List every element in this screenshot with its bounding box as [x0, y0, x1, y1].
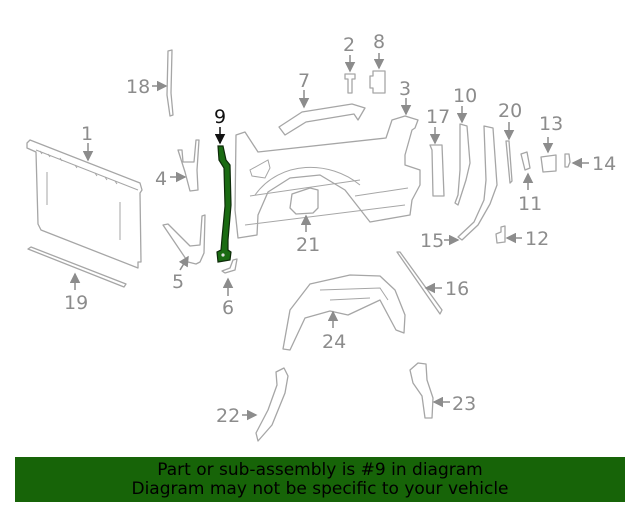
svg-text:14: 14	[592, 153, 616, 175]
svg-text:10: 10	[453, 85, 477, 107]
part-18-strip[interactable]	[166, 49, 174, 117]
part-2-bolt[interactable]	[344, 73, 356, 94]
svg-text:13: 13	[539, 113, 563, 135]
callout-15[interactable]: 15	[420, 230, 460, 252]
part-17-bracket[interactable]	[429, 144, 445, 197]
part-info-banner: Part or sub-assembly is #9 in diagram Di…	[15, 457, 625, 502]
callout-21[interactable]: 21	[296, 214, 320, 256]
banner-disclaimer-line: Diagram may not be specific to your vehi…	[131, 479, 509, 499]
svg-text:20: 20	[498, 100, 522, 122]
part-4-bracket[interactable]	[177, 139, 200, 192]
part-3-quarter-panel[interactable]	[234, 115, 421, 239]
callout-19[interactable]: 19	[64, 272, 88, 314]
part-10-reinforcement[interactable]	[454, 123, 471, 206]
parts-diagram: 1 2 3 4 5 6 7 8 9 10 11 12 13 14 15 16 1…	[26, 31, 616, 442]
part-19-sill[interactable]	[27, 246, 127, 288]
svg-text:8: 8	[373, 31, 385, 53]
callout-13[interactable]: 13	[539, 113, 563, 154]
part-20-strip[interactable]	[505, 140, 513, 184]
svg-text:16: 16	[445, 278, 469, 300]
svg-text:4: 4	[155, 168, 167, 190]
part-23-bracket[interactable]	[409, 362, 434, 419]
callout-11[interactable]: 11	[518, 172, 542, 215]
svg-text:9: 9	[214, 106, 226, 128]
part-11-clip[interactable]	[520, 151, 531, 171]
callout-5[interactable]: 5	[172, 255, 189, 293]
part-1-front-panel[interactable]	[26, 139, 143, 269]
svg-text:23: 23	[452, 393, 476, 415]
svg-text:12: 12	[525, 228, 549, 250]
part-21-fuel-door[interactable]	[289, 187, 319, 215]
part-8-cap[interactable]	[369, 70, 386, 94]
svg-text:22: 22	[216, 405, 240, 427]
part-16-seal-strip[interactable]	[396, 251, 443, 315]
part-9-pillar-highlighted[interactable]	[216, 145, 232, 263]
part-6-clip[interactable]	[221, 258, 238, 274]
svg-text:3: 3	[399, 78, 411, 100]
part-13-pad[interactable]	[540, 154, 557, 173]
callout-18[interactable]: 18	[126, 76, 168, 98]
svg-text:5: 5	[172, 271, 184, 293]
callout-3[interactable]: 3	[399, 78, 412, 116]
svg-text:19: 19	[64, 292, 88, 314]
callout-12[interactable]: 12	[505, 228, 549, 250]
part-12-bracket[interactable]	[495, 225, 506, 244]
callout-7[interactable]: 7	[298, 70, 310, 109]
callout-24[interactable]: 24	[322, 310, 346, 353]
callout-23[interactable]: 23	[432, 393, 476, 415]
callout-20[interactable]: 20	[498, 100, 522, 141]
svg-text:11: 11	[518, 193, 542, 215]
callout-2[interactable]: 2	[343, 34, 356, 73]
callout-14[interactable]: 14	[571, 153, 616, 175]
svg-text:1: 1	[81, 123, 93, 145]
callout-4[interactable]: 4	[155, 168, 187, 190]
callout-10[interactable]: 10	[453, 85, 477, 124]
callout-17[interactable]: 17	[426, 106, 450, 145]
svg-text:21: 21	[296, 234, 320, 256]
callout-22[interactable]: 22	[216, 405, 258, 427]
callout-16[interactable]: 16	[424, 278, 469, 300]
part-14-clip[interactable]	[564, 153, 571, 168]
svg-text:7: 7	[298, 70, 310, 92]
part-7-rail[interactable]	[278, 103, 366, 136]
svg-text:24: 24	[322, 331, 346, 353]
svg-text:18: 18	[126, 76, 150, 98]
svg-text:15: 15	[420, 230, 444, 252]
svg-text:17: 17	[426, 106, 450, 128]
callout-6[interactable]: 6	[222, 277, 234, 319]
part-5-bracket[interactable]	[162, 214, 206, 265]
svg-text:6: 6	[222, 297, 234, 319]
part-22-bracket[interactable]	[255, 367, 289, 442]
banner-part-line: Part or sub-assembly is #9 in diagram	[157, 460, 483, 480]
callout-9-highlighted[interactable]: 9	[214, 106, 226, 145]
part-24-wheelhouse[interactable]	[282, 274, 406, 351]
callout-1[interactable]: 1	[81, 123, 94, 162]
callout-8[interactable]: 8	[373, 31, 385, 70]
part-15-pillar-rail[interactable]	[457, 125, 498, 241]
svg-text:2: 2	[343, 34, 355, 56]
